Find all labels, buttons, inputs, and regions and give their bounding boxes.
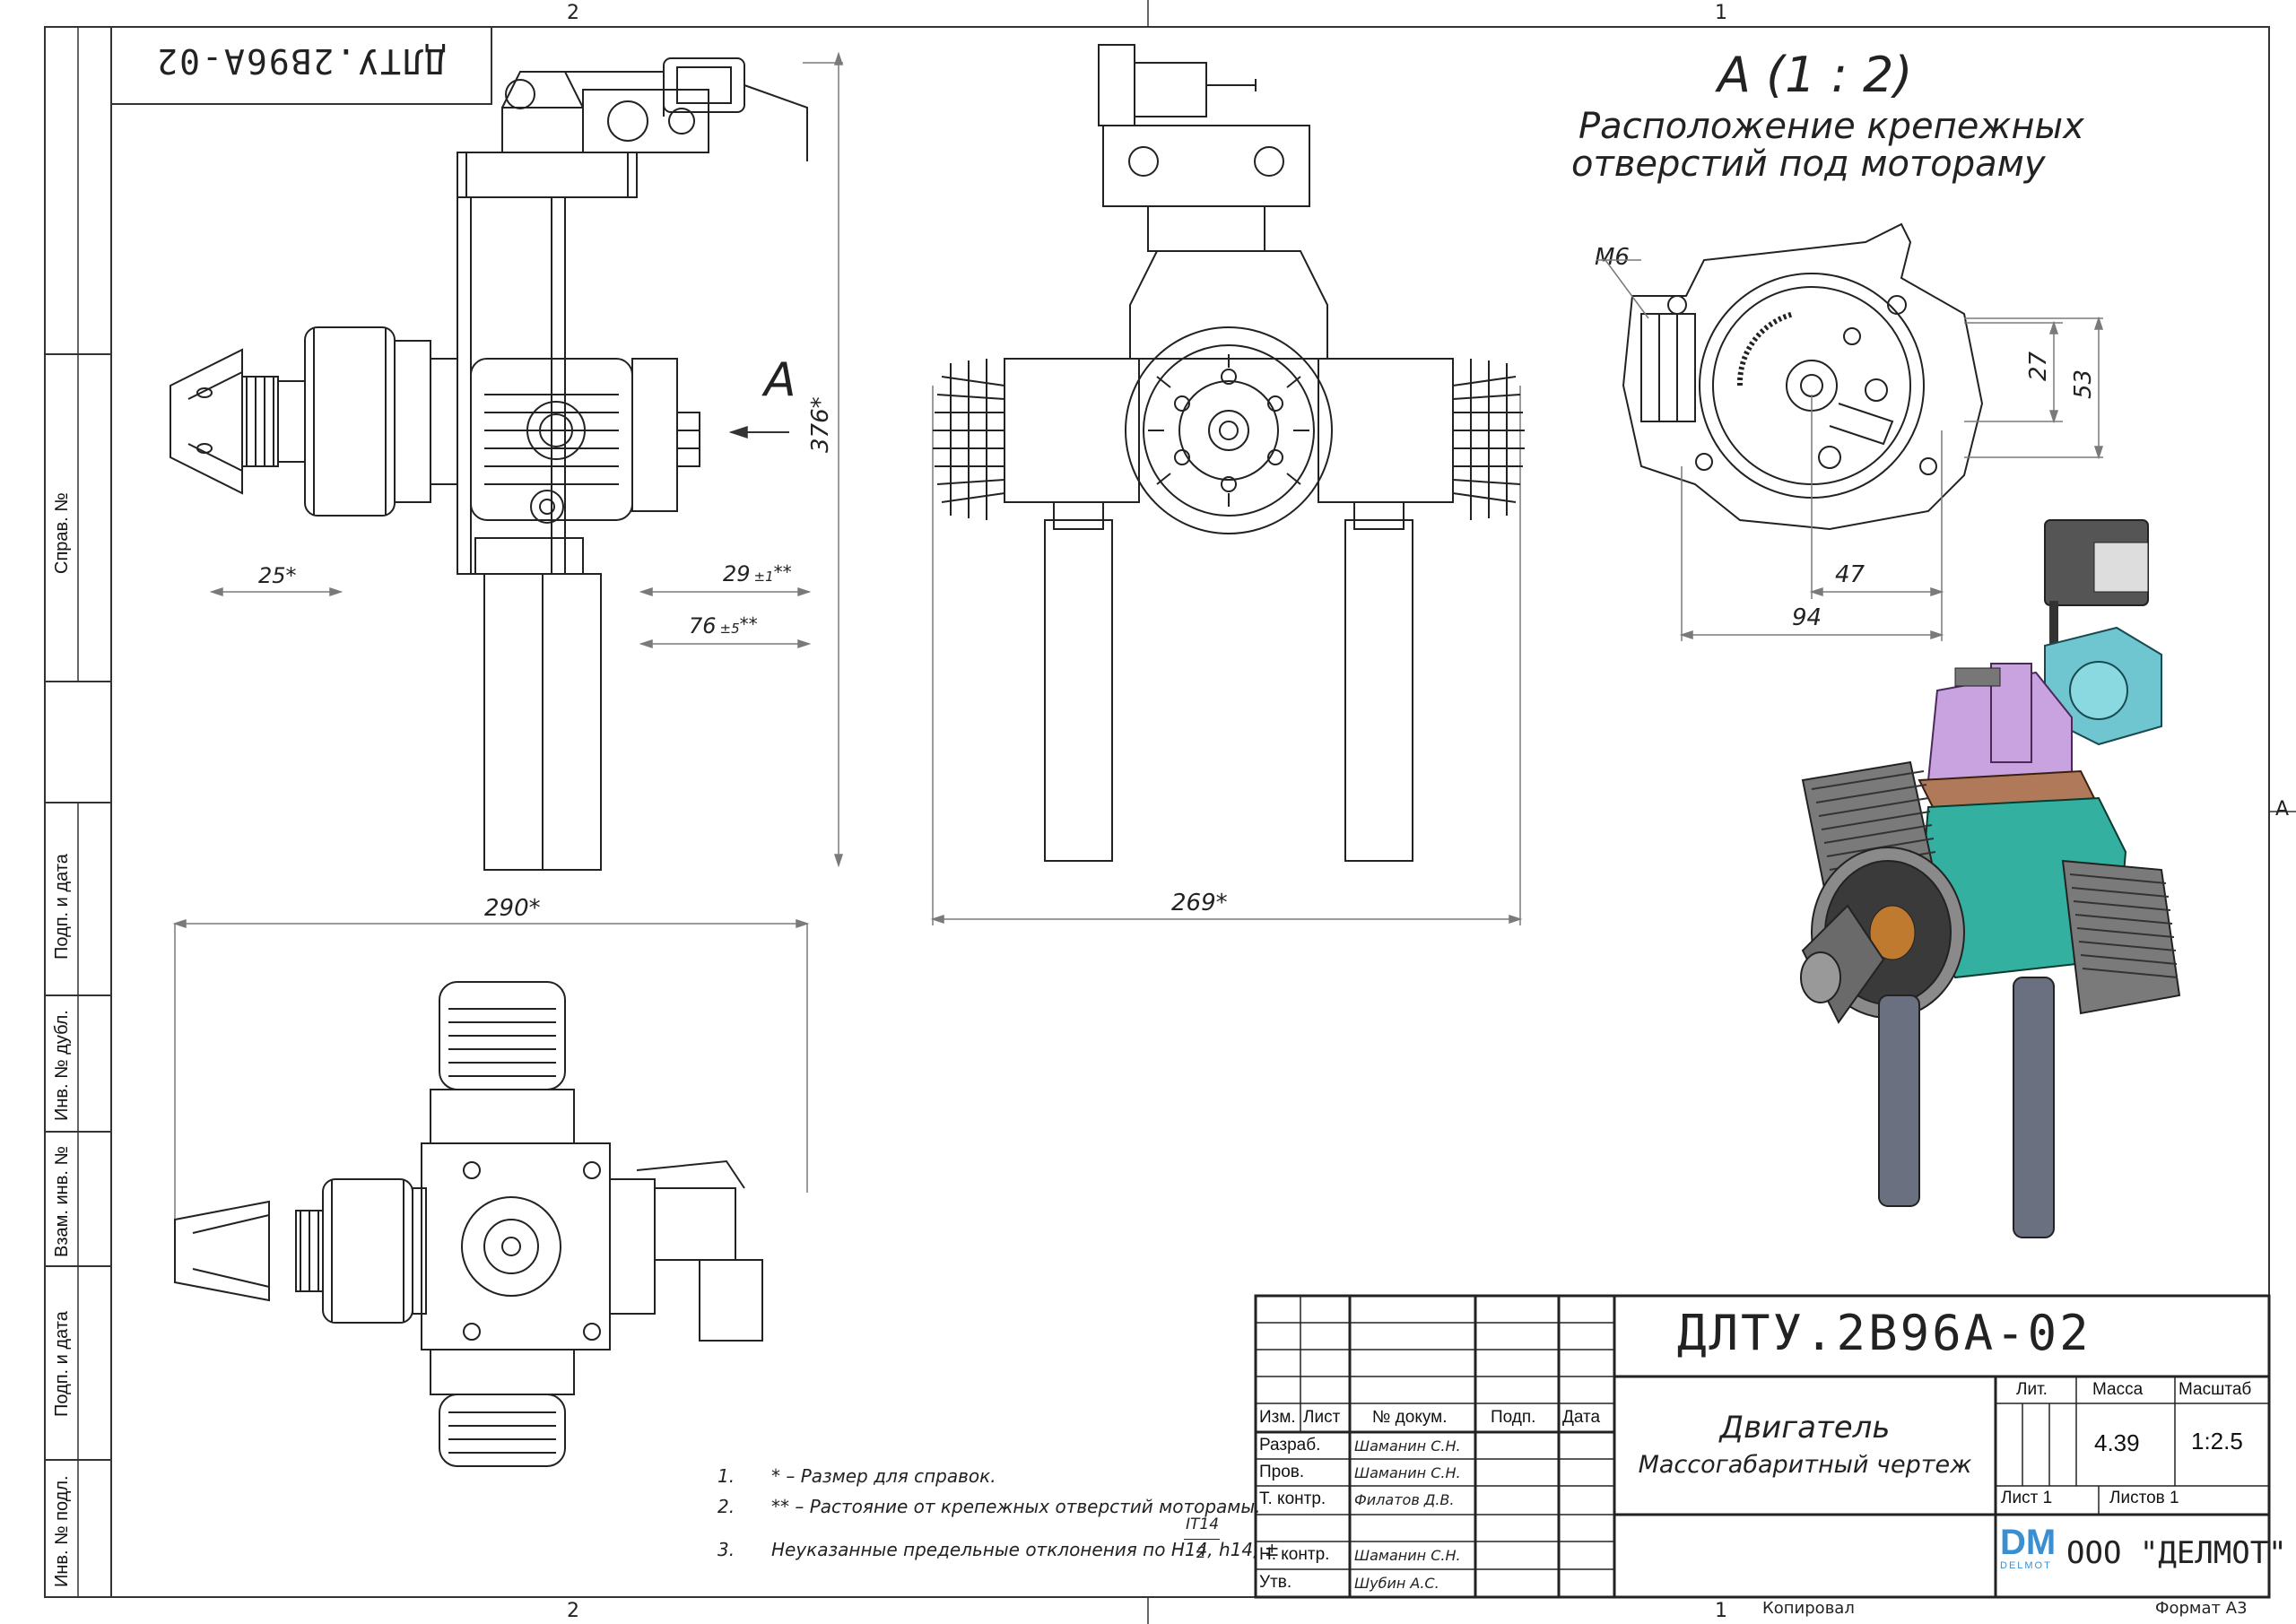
company-name: ООО "ДЕЛМОТ" xyxy=(2066,1535,2287,1571)
note-3-frac-bottom: 2 xyxy=(1196,1544,1206,1562)
col-izm: Изм. xyxy=(1259,1408,1296,1427)
isometric-model xyxy=(1800,519,2181,1238)
col-sign: Подп. xyxy=(1491,1408,1536,1427)
dim-47: 47 xyxy=(1835,561,1866,588)
view-label-a: A xyxy=(764,353,796,407)
footer-format: Формат А3 xyxy=(2155,1599,2248,1618)
note-3-frac-line xyxy=(1184,1539,1220,1540)
zone-right: A xyxy=(2275,798,2290,821)
name-prov: Шаманин С.Н. xyxy=(1354,1464,1461,1481)
name-tkontr: Филатов Д.В. xyxy=(1354,1491,1455,1508)
mass-label: Масса xyxy=(2092,1380,2144,1399)
col-date: Дата xyxy=(1562,1408,1601,1427)
lit-label: Лит. xyxy=(2016,1380,2048,1399)
note-3-text: Неуказанные предельные отклонения по H14… xyxy=(771,1539,1280,1560)
sheets-total: Листов 1 xyxy=(2109,1489,2179,1507)
dim-76-mark: ** xyxy=(739,613,758,635)
front-view-drawing xyxy=(933,44,1525,862)
dim-269: 269* xyxy=(1171,890,1228,916)
dim-29: 29±1** xyxy=(723,561,792,586)
dim-29-value: 29 xyxy=(723,561,751,586)
side-view-drawing xyxy=(170,57,808,871)
note-2-text: ** – Растояние от крепежных отверстий мо… xyxy=(771,1496,1261,1517)
footer-copied: Копировал xyxy=(1762,1599,1855,1618)
dim-29-mark: ** xyxy=(773,561,792,583)
logo-sub: DELMOT xyxy=(2000,1560,2052,1571)
plan-view-drawing xyxy=(174,981,763,1467)
note-1-num: 1. xyxy=(718,1465,735,1487)
dim-25: 25* xyxy=(258,563,297,588)
col-doc: № докум. xyxy=(1372,1408,1448,1427)
note-2-num: 2. xyxy=(718,1496,735,1517)
note-3-frac-top: IT14 xyxy=(1186,1515,1220,1533)
logo-mark: DM xyxy=(2000,1523,2057,1562)
mass-value: 4.39 xyxy=(2094,1429,2140,1456)
name-razrab: Шаманин С.Н. xyxy=(1354,1437,1461,1455)
detail-subtitle-2: отверстий под мотораму xyxy=(1571,143,2046,185)
zone-top-left: 2 xyxy=(567,2,579,24)
zone-bottom-left: 2 xyxy=(567,1600,579,1622)
scale-label: Масштаб xyxy=(2179,1380,2252,1399)
dim-290: 290* xyxy=(484,895,541,922)
dim-76-tol: ±5 xyxy=(719,621,740,637)
scale-value: 1:2.5 xyxy=(2191,1428,2243,1455)
note-3-num: 3. xyxy=(718,1539,735,1560)
detail-subtitle-1: Расположение крепежных xyxy=(1578,106,2084,147)
detail-title: A (1 : 2) xyxy=(1718,47,1913,103)
dim-76: 76±5** xyxy=(689,613,758,638)
role-prov: Пров. xyxy=(1259,1463,1305,1481)
thread-m6: M6 xyxy=(1595,244,1630,271)
role-razrab: Разраб. xyxy=(1259,1436,1321,1455)
sheet-number: Лист 1 xyxy=(2001,1489,2053,1507)
name-utv: Шубин А.С. xyxy=(1354,1575,1439,1592)
dim-94: 94 xyxy=(1792,604,1822,631)
product-name: Двигатель xyxy=(1719,1410,1891,1446)
role-utv: Утв. xyxy=(1259,1573,1292,1592)
zone-top-right: 1 xyxy=(1715,2,1727,24)
dim-76-value: 76 xyxy=(689,613,717,638)
role-tkontr: Т. контр. xyxy=(1259,1489,1326,1508)
col-list: Лист xyxy=(1303,1408,1341,1427)
company-logo: DM DELMOT xyxy=(2000,1524,2063,1571)
note-1-text: * – Размер для справок. xyxy=(771,1465,996,1487)
doc-number: ДЛТУ.2В96А-02 xyxy=(1677,1305,2092,1361)
role-nkontr: Н. контр. xyxy=(1259,1545,1330,1564)
dim-29-tol: ±1 xyxy=(753,569,774,585)
product-subname: Массогабаритный чертеж xyxy=(1638,1451,1972,1479)
zone-bottom-right: 1 xyxy=(1715,1600,1727,1622)
name-nkontr: Шаманин С.Н. xyxy=(1354,1547,1461,1564)
